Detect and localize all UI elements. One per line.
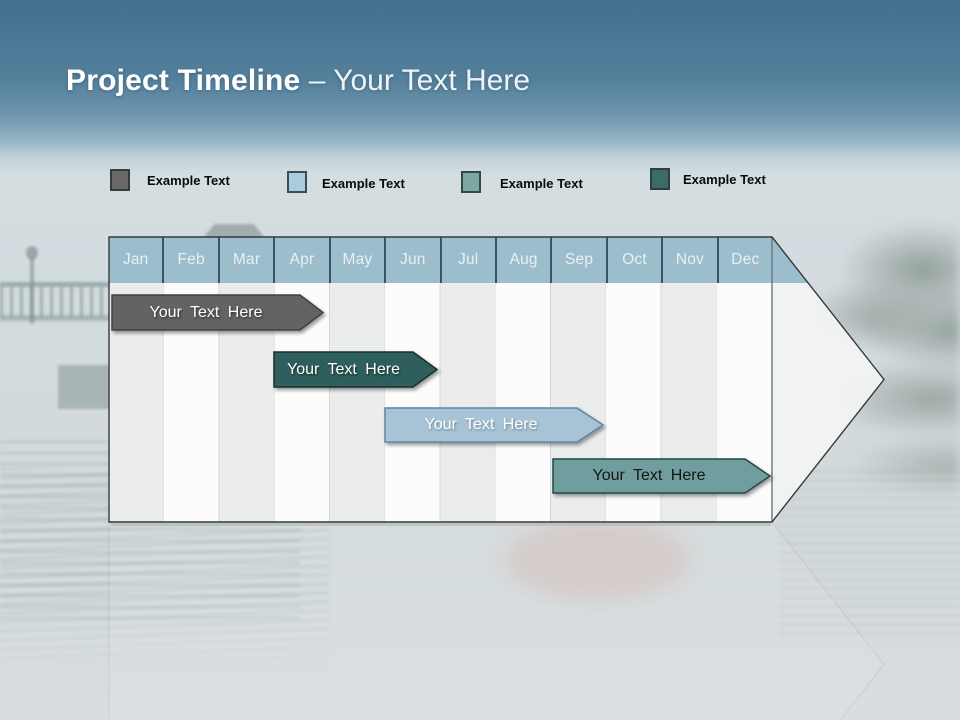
slide-title: Project Timeline – Your Text Here xyxy=(66,62,530,100)
legend-swatch xyxy=(110,169,130,191)
legend-swatch xyxy=(461,171,481,193)
lamp-head xyxy=(26,246,38,260)
legend-label: Example Text xyxy=(500,176,583,191)
legend-label: Example Text xyxy=(683,172,766,187)
title-primary: Project Timeline xyxy=(66,64,301,97)
legend-swatch xyxy=(287,171,307,193)
title-secondary: – Your Text Here xyxy=(308,64,531,97)
legend-swatch xyxy=(650,168,670,190)
water-pink-reflection xyxy=(505,520,690,600)
legend-label: Example Text xyxy=(147,173,230,188)
lamp-post xyxy=(30,258,34,324)
legend-label: Example Text xyxy=(322,176,405,191)
